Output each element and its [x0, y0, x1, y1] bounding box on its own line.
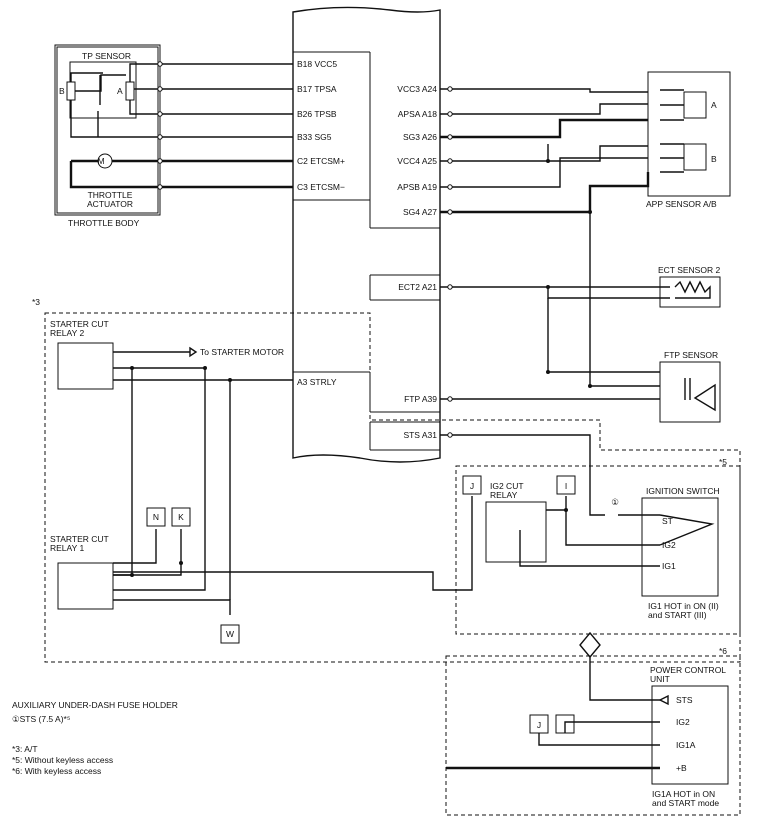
- relay2-label-2: RELAY 2: [50, 328, 84, 338]
- ecm-pin-b26: B26 TPSB: [297, 109, 337, 119]
- ftp-sensor-label: FTP SENSOR: [664, 350, 718, 360]
- tp-pin-a-label: A: [117, 86, 123, 96]
- throttle-body-label: THROTTLE BODY: [68, 218, 140, 228]
- ignition-j: J: [470, 481, 474, 491]
- starter-cut-group: [44, 312, 741, 663]
- ecm-pin-a19: APSB A19: [397, 182, 437, 192]
- ignition-group: [113, 432, 741, 635]
- relay1-label-1: STARTER CUT: [50, 534, 109, 544]
- ig2-relay-label-1: IG2 CUT: [490, 481, 524, 491]
- pcu-pin-ig1a: IG1A: [676, 740, 696, 750]
- pcu-i: I: [564, 720, 566, 730]
- ecm-pin-b33: B33 SG5: [297, 132, 332, 142]
- ignition-switch-label: IGNITION SWITCH: [646, 486, 720, 496]
- ignition-ig2: IG2: [662, 540, 676, 550]
- relay2-label-1: STARTER CUT: [50, 319, 109, 329]
- ect-sensor: [440, 276, 721, 308]
- ig2-relay-label-2: RELAY: [490, 490, 518, 500]
- relay1-label-2: RELAY 1: [50, 543, 84, 553]
- pcu-title-2: UNIT: [650, 674, 670, 684]
- throttle-body: [54, 44, 161, 216]
- app-sensor-label: APP SENSOR A/B: [646, 199, 717, 209]
- actuator-label-1: THROTTLE: [88, 190, 133, 200]
- ecm-pin-a25: VCC4 A25: [397, 156, 437, 166]
- ecm-pin-c3: C3 ETCSM−: [297, 182, 345, 192]
- pcu-pin-sts: STS: [676, 695, 693, 705]
- pcu-pin-b: +B: [676, 763, 687, 773]
- app-wires: [440, 86, 650, 215]
- motor-label: M: [97, 156, 104, 166]
- ignition-ig1: IG1: [662, 561, 676, 571]
- ecm-pin-a24: VCC3 A24: [397, 84, 437, 94]
- ignition-hot-1: IG1 HOT in ON (II): [648, 601, 719, 611]
- pcu-note: *6: [719, 646, 727, 656]
- legend-note-3: *3: A/T: [12, 744, 38, 754]
- tp-pin-b-label: B: [59, 86, 65, 96]
- legend-note-5: *5: Without keyless access: [12, 755, 113, 765]
- tp-sensor-label: TP SENSOR: [82, 51, 131, 61]
- app-sensor: [647, 71, 731, 197]
- ecm-pin-a26: SG3 A26: [403, 132, 437, 142]
- ecm-pin-b17: B17 TPSA: [297, 84, 337, 94]
- ignition-st: ST: [662, 516, 673, 526]
- ignition-note: *5: [719, 457, 727, 467]
- starter-note: *3: [32, 297, 40, 307]
- ecm-pin-a18: APSA A18: [398, 109, 437, 119]
- pcu-j: J: [537, 720, 541, 730]
- actuator-label-2: ACTUATOR: [87, 199, 133, 209]
- ecm-block: [292, 6, 441, 463]
- ecm-pin-a21: ECT2 A21: [398, 282, 437, 292]
- ecm-pin-a31: STS A31: [403, 430, 437, 440]
- ecm-pin-b18: B18 VCC5: [297, 59, 337, 69]
- pcu-hot-2: and START mode: [652, 798, 719, 808]
- pcu-hot-1: IG1A HOT in ON: [652, 789, 715, 799]
- fuse-number: ①: [611, 497, 619, 507]
- ect-sensor-label: ECT SENSOR 2: [658, 265, 720, 275]
- app-sensor-b-label: B: [711, 154, 717, 164]
- to-starter-motor: To STARTER MOTOR: [200, 347, 284, 357]
- connector-w: W: [226, 629, 234, 639]
- legend-title: AUXILIARY UNDER-DASH FUSE HOLDER: [12, 700, 178, 710]
- ecm-pin-a39: FTP A39: [404, 394, 437, 404]
- legend-fuse: ①STS (7.5 A)*⁵: [12, 714, 70, 724]
- ecm-pin-a3: A3 STRLY: [297, 377, 337, 387]
- connector-n: N: [153, 512, 159, 522]
- ignition-hot-2: and START (III): [648, 610, 707, 620]
- ignition-i: I: [565, 481, 567, 491]
- ftp-sensor: [440, 212, 721, 423]
- pcu-title-1: POWER CONTROL: [650, 665, 726, 675]
- app-sensor-a-label: A: [711, 100, 717, 110]
- ecm-pin-a27: SG4 A27: [403, 207, 437, 217]
- power-control-group: [445, 631, 741, 816]
- throttle-wires: [69, 61, 293, 190]
- ecm-pin-c2: C2 ETCSM+: [297, 156, 345, 166]
- pcu-pin-ig2: IG2: [676, 717, 690, 727]
- legend-note-6: *6: With keyless access: [12, 766, 101, 776]
- connector-k: K: [178, 512, 184, 522]
